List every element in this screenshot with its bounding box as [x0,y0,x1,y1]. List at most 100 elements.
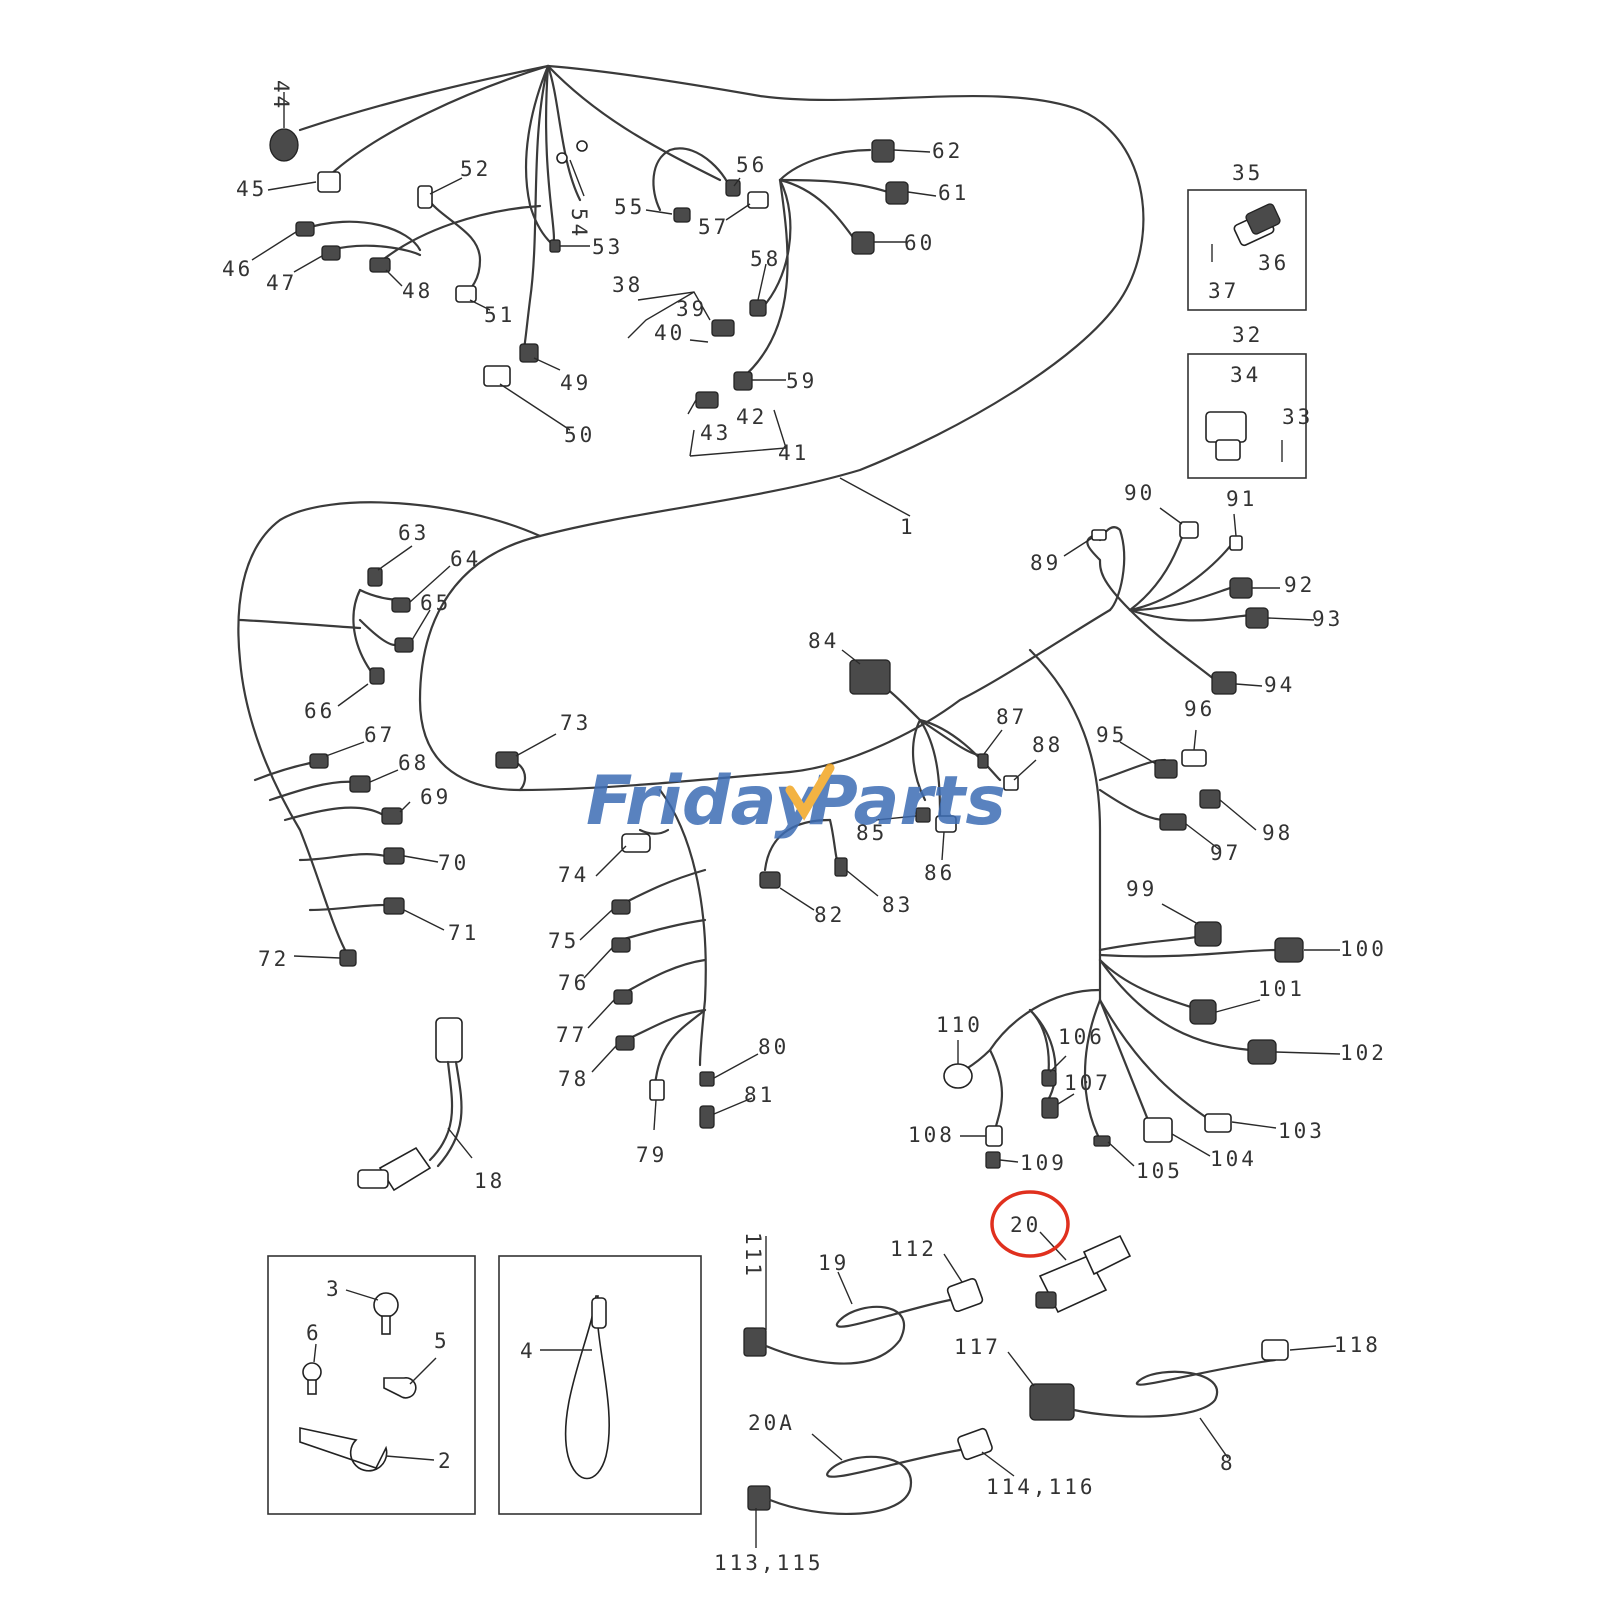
connector-106 [1041,1069,1057,1087]
part-label-43: 43 [700,421,731,445]
part-label-37: 37 [1208,279,1239,303]
part-label-36: 36 [1258,251,1289,275]
part-label-71: 71 [448,921,479,945]
part-label-75: 75 [548,929,579,953]
highlight-circle [990,1190,1070,1258]
part-label-18: 18 [474,1169,505,1193]
connector-63 [367,567,383,587]
connector-108 [985,1125,1003,1147]
part-label-110: 110 [936,1013,983,1037]
inset-32 [1187,353,1307,479]
part-label-79: 79 [636,1143,667,1167]
part-label-91: 91 [1226,487,1257,511]
connector-39 [711,319,735,337]
module-84 [849,659,891,695]
part-number-labels: 123456818192020A323334353637383940414243… [222,80,1384,1575]
part-label-63: 63 [398,521,429,545]
part-label-86: 86 [924,861,955,885]
part-label-61: 61 [938,181,969,205]
connector-68 [349,775,371,793]
connector-76 [611,937,631,953]
part-label-33: 33 [1282,405,1313,429]
connector-100 [1274,937,1304,963]
part-label-45: 45 [236,177,267,201]
grommet-44 [269,128,299,162]
part-label-105: 105 [1136,1159,1183,1183]
connector-48 [369,257,391,273]
part-label-35: 35 [1232,161,1263,185]
connector-55 [673,207,691,223]
connector-89 [1091,529,1107,541]
connector-109 [985,1151,1001,1169]
connector-86 [935,815,957,833]
sensor-18 [357,1017,463,1192]
watermark: Friday Parts [586,762,1006,841]
part-label-94: 94 [1264,673,1295,697]
connector-77 [613,989,633,1005]
part-label-84: 84 [808,629,839,653]
part-label-78: 78 [558,1067,589,1091]
connector-64 [391,597,411,613]
connector-101 [1189,999,1217,1025]
harness-20A [747,1427,993,1516]
part-label-56: 56 [736,153,767,177]
part-label-90: 90 [1124,481,1155,505]
part-label-111: 111 [741,1232,765,1279]
part-label-64: 64 [450,547,481,571]
connector-73 [495,751,519,769]
part-label-4: 4 [520,1339,536,1363]
connector-103 [1204,1113,1232,1133]
part-label-103: 103 [1278,1119,1325,1143]
inset-strap [498,1255,702,1515]
connector-45 [317,171,341,193]
connector-104 [1143,1117,1173,1143]
part-label-107: 107 [1064,1071,1111,1095]
part-label-44: 44 [269,80,293,111]
connector-51 [455,285,477,303]
part-label-97: 97 [1210,841,1241,865]
part-label-104: 104 [1210,1147,1257,1171]
part-label-101: 101 [1258,977,1305,1001]
connector-57 [747,191,769,209]
part-label-52: 52 [460,157,491,181]
part-label-68: 68 [398,751,429,775]
part-label-82: 82 [814,903,845,927]
part-label-6: 6 [306,1321,322,1345]
part-label-81: 81 [744,1083,775,1107]
part-label-50: 50 [564,423,595,447]
part-label-20A: 20A [748,1411,795,1435]
connector-53 [549,239,561,253]
connector-60 [851,231,875,255]
part-label-118: 118 [1334,1333,1381,1357]
connector-78 [615,1035,635,1051]
part-label-83: 83 [882,893,913,917]
part-label-20: 20 [1010,1213,1041,1237]
connector-47 [321,245,341,261]
part-label-62: 62 [932,139,963,163]
part-label-117: 117 [954,1335,1001,1359]
connector-58 [749,299,767,317]
part-label-85: 85 [856,821,887,845]
part-label-32: 32 [1232,323,1263,347]
part-label-99: 99 [1126,877,1157,901]
connector-56 [725,179,741,197]
connector-92 [1229,577,1253,599]
part-label-106: 106 [1058,1025,1105,1049]
part-label-65: 65 [420,591,451,615]
part-label-96: 96 [1184,697,1215,721]
connector-98 [1199,789,1221,809]
harness-19 [743,1277,984,1365]
part-label-2: 2 [438,1449,454,1473]
connector-102 [1247,1039,1277,1065]
part-label-73: 73 [560,711,591,735]
connector-62 [871,139,895,163]
part-label-60: 60 [904,231,935,255]
part-label-70: 70 [438,851,469,875]
watermark-check-icon [785,763,835,821]
connector-87 [977,753,989,769]
connector-69 [381,807,403,825]
part-label-59: 59 [786,369,817,393]
part-label-93: 93 [1312,607,1343,631]
connector-95 [1154,759,1178,779]
